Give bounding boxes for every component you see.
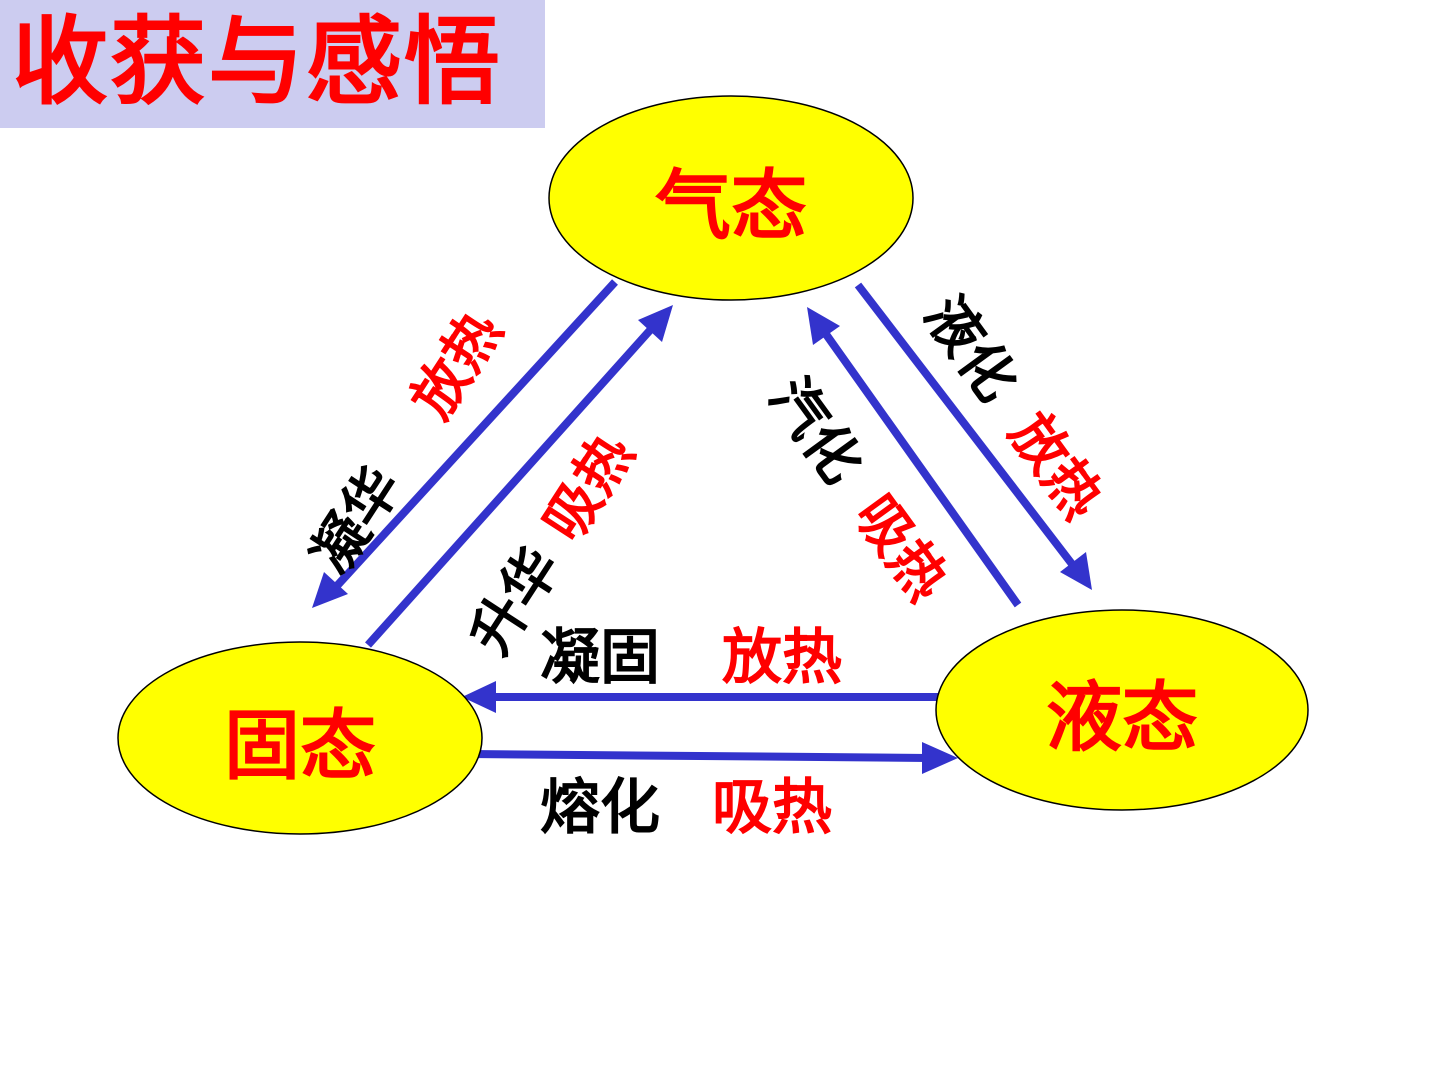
arrow-deposition — [332, 279, 618, 591]
melting-process: 熔化 — [540, 773, 660, 843]
node-gas: 气态 — [548, 95, 914, 301]
page-title: 收获与感悟 — [12, 6, 502, 118]
label-melting: 熔化 吸热 — [540, 773, 832, 843]
arrowhead-melting — [922, 742, 958, 774]
node-gas-label: 气态 — [655, 161, 807, 250]
node-solid: 固态 — [117, 641, 483, 835]
arrows — [312, 279, 1092, 774]
melting-heat: 吸热 — [712, 773, 832, 843]
arrowhead-deposition — [312, 572, 348, 608]
arrow-liquefaction — [854, 282, 1079, 571]
arrowhead-sublimation — [638, 305, 673, 342]
label-vaporization: 汽化 吸热 — [756, 367, 960, 613]
arrow-sublimation — [365, 325, 655, 648]
liquefaction-process: 液化 — [911, 285, 1029, 414]
title-banner: 收获与感悟 — [0, 0, 545, 128]
node-liquid: 液态 — [935, 609, 1309, 811]
arrowhead-vaporization — [807, 307, 840, 345]
label-solidification: 凝固 放热 — [540, 623, 842, 693]
node-liquid-label: 液态 — [1046, 673, 1198, 762]
liquefaction-heat: 放热 — [996, 402, 1114, 531]
arrow-melting — [469, 750, 929, 762]
arrow-vaporization — [819, 327, 1022, 608]
solidification-process: 凝固 — [540, 623, 660, 693]
arrowhead-solidification — [462, 681, 496, 713]
label-deposition: 凝华 放热 — [299, 301, 515, 585]
arrowhead-liquefaction — [1060, 552, 1092, 590]
solidification-heat: 放热 — [722, 623, 842, 693]
vaporization-process: 汽化 — [756, 367, 874, 496]
node-solid-label: 固态 — [224, 701, 376, 790]
